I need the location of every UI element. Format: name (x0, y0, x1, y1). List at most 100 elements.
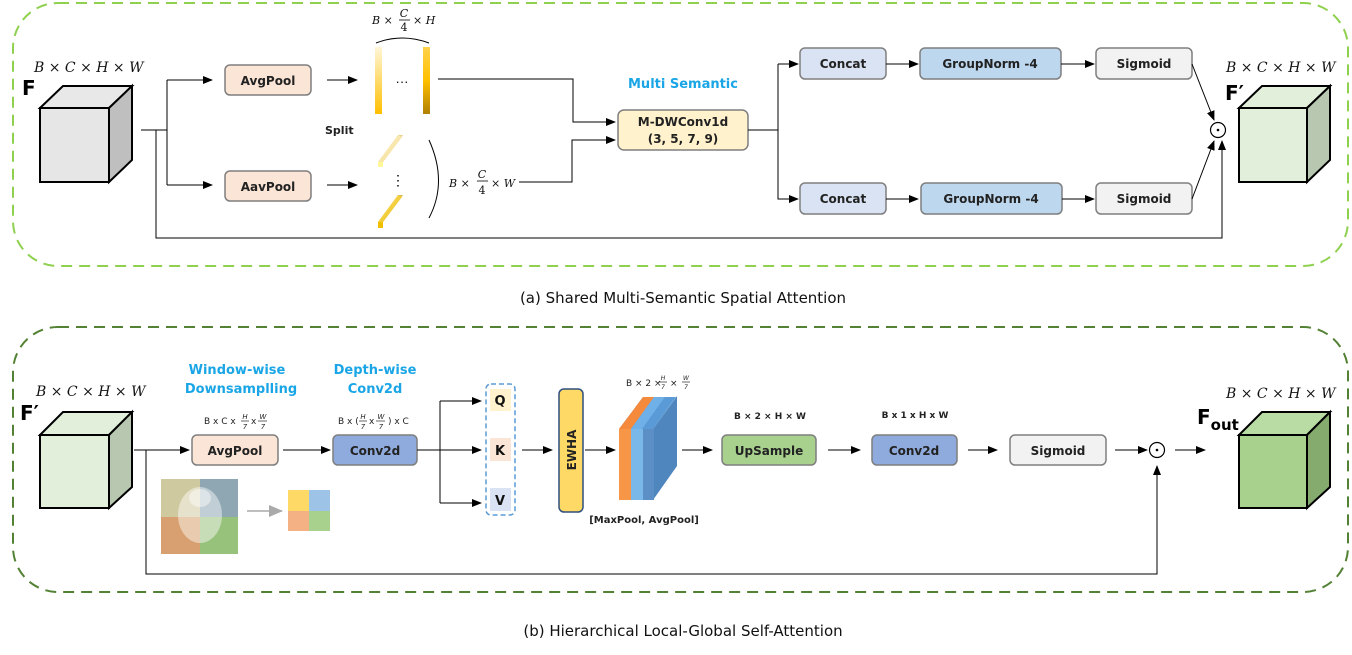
arrow (1191, 140, 1215, 200)
svg-text:) x C: ) x C (388, 417, 409, 427)
groupnorm-box-top: GroupNorm -4 (919, 47, 1062, 80)
arrow (1191, 63, 1215, 121)
output-name-subscript: out (1211, 416, 1239, 434)
qkv-group: Q K V (485, 383, 516, 516)
svg-text:x: x (369, 417, 375, 427)
panel-a-border (12, 2, 1349, 267)
concat-box-bottom: Concat (799, 182, 887, 215)
panel-b-caption: (b) Hierarchical Local-Global Self-Atten… (523, 622, 842, 640)
elementwise-multiply-icon (1148, 441, 1166, 459)
svg-text:H: H (360, 413, 366, 421)
m-dwconv1d-box: M-DWConv1d (3, 5, 7, 9) (617, 109, 749, 151)
arrow (438, 78, 616, 126)
output-shape-label: B × C × H × W (1225, 60, 1337, 76)
groupnorm-box-bottom: GroupNorm -4 (920, 182, 1063, 215)
svg-text:Conv2d: Conv2d (889, 444, 939, 458)
connector (748, 64, 779, 131)
skip-connection (155, 130, 1226, 239)
svg-text:7: 7 (361, 423, 366, 431)
aavpool-box: AavPool (224, 170, 312, 202)
svg-text:7: 7 (379, 423, 384, 431)
skip-connection (145, 450, 1161, 575)
input-cube-f-prime (37, 409, 135, 511)
height-strip-features: ··· (375, 37, 430, 114)
output-cube-f-out (1236, 409, 1333, 511)
svg-text:x: x (251, 417, 257, 427)
panel-b: F′ B × C × H × W Window-wise Downsamplli… (12, 326, 1349, 640)
split-label: Split (325, 124, 354, 137)
avgpool-box: AvgPool (224, 64, 312, 96)
svg-text:B ×: B × (448, 177, 470, 190)
svg-text:(3, 5, 7, 9): (3, 5, 7, 9) (648, 132, 719, 146)
ewha-box: EWHA (558, 388, 584, 513)
svg-text:H: H (661, 375, 666, 382)
upsample-shape-label: B × 2 × H × W (734, 412, 806, 422)
svg-text:Sigmoid: Sigmoid (1117, 57, 1172, 71)
svg-text:Concat: Concat (820, 192, 867, 206)
svg-text:7: 7 (684, 384, 688, 391)
pooled-label: [MaxPool, AvgPool] (589, 515, 699, 526)
panel-b-border (12, 326, 1349, 593)
svg-text:⋮: ⋮ (391, 172, 405, 188)
svg-text:B x (: B x ( (338, 417, 359, 427)
svg-text:···: ··· (396, 74, 409, 89)
input-cube-f (37, 83, 135, 185)
svg-text:Concat: Concat (820, 57, 867, 71)
svg-text:7: 7 (661, 384, 665, 391)
dog-icon (178, 487, 222, 543)
pooled-cell-orange (288, 511, 309, 531)
output-feature-name: F′ (1225, 81, 1244, 105)
elementwise-multiply-icon (1209, 121, 1227, 139)
svg-text:× W: × W (491, 177, 517, 190)
svg-text:AvgPool: AvgPool (241, 74, 296, 88)
depthwise-label-1: Depth-wise (334, 363, 417, 378)
svg-text:M-DWConv1d: M-DWConv1d (638, 115, 728, 129)
svg-text:B × 2 ×: B × 2 × (626, 379, 662, 389)
pooled-cell-yellow (288, 490, 309, 511)
svg-text:W: W (260, 413, 268, 421)
key-box (490, 438, 511, 461)
svg-text:C: C (400, 7, 409, 20)
sigmoid-box-top: Sigmoid (1095, 47, 1193, 80)
conv2d-second-shape-label: B x 1 x H x W (882, 411, 949, 421)
input-shape-label: B × C × H × W (33, 60, 145, 76)
value-box (490, 488, 511, 511)
input-feature-name: F′ (20, 401, 39, 425)
svg-text:4: 4 (401, 21, 408, 34)
upsample-box: UpSample (721, 434, 817, 466)
pooled-shape-label: B × 2 × H 7 × W 7 (626, 375, 690, 391)
svg-text:Conv2d: Conv2d (350, 444, 400, 458)
image-window-bl (161, 517, 200, 554)
svg-text:AavPool: AavPool (241, 180, 296, 194)
svg-text:C: C (478, 168, 487, 181)
pooled-cell-blue (309, 490, 330, 511)
multi-semantic-label: Multi Semantic (628, 77, 738, 92)
pooled-cell-green (309, 511, 330, 531)
svg-text:Sigmoid: Sigmoid (1031, 444, 1086, 458)
input-feature-name: F (22, 76, 36, 100)
svg-text:GroupNorm -4: GroupNorm -4 (942, 57, 1037, 71)
output-shape-label: B × C × H × W (1225, 386, 1337, 402)
split-bottom-shape: B × C 4 × W (448, 168, 517, 197)
arrow (519, 136, 616, 183)
pooled-feature-block (619, 396, 677, 500)
conv2d-box-first: Conv2d (332, 434, 418, 466)
query-box (490, 389, 511, 411)
svg-text:V: V (495, 494, 505, 509)
svg-text:4: 4 (479, 184, 486, 197)
output-cube-f-prime (1236, 83, 1333, 185)
svg-text:W: W (378, 413, 386, 421)
svg-text:7: 7 (261, 423, 266, 431)
sigmoid-box: Sigmoid (1009, 434, 1107, 466)
svg-text:AvgPool: AvgPool (208, 444, 263, 458)
window-downsampling-label-1: Window-wise (189, 363, 286, 378)
svg-text:B x C x: B x C x (204, 417, 236, 427)
image-window-br (200, 517, 238, 554)
concat-box-top: Concat (799, 47, 887, 80)
svg-text:UpSample: UpSample (735, 444, 803, 458)
sigmoid-box-bottom: Sigmoid (1095, 182, 1193, 215)
conv2d-box-second: Conv2d (871, 434, 958, 466)
svg-text:EWHA: EWHA (565, 429, 579, 470)
split-top-shape: B × C 4 × H (371, 7, 436, 34)
width-strip-features: ⋮ (378, 135, 439, 228)
